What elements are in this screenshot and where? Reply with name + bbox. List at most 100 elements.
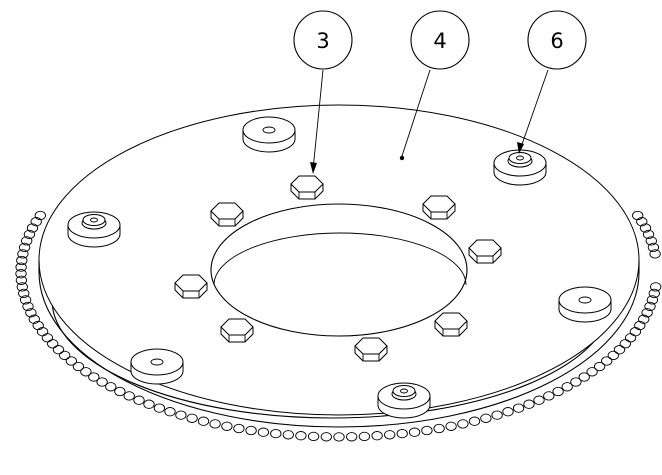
gear-tooth — [601, 356, 613, 366]
gear-tooth — [16, 282, 28, 292]
gear-tooth — [26, 223, 39, 233]
gear-tooth — [143, 399, 155, 409]
gear-tooth — [175, 410, 187, 420]
leader-line-6 — [519, 69, 549, 151]
gear-tooth — [123, 391, 135, 401]
gear-tooth — [114, 386, 126, 397]
gear-tooth — [641, 308, 653, 318]
gear-tooth — [457, 419, 469, 429]
leader-line-3 — [312, 69, 324, 171]
callout-6-label: 6 — [550, 29, 563, 53]
mounting-bosses — [67, 116, 612, 419]
callout-4: 4 — [410, 10, 470, 70]
gear-tooth — [186, 413, 198, 423]
boss-with-screw — [377, 382, 431, 419]
boss-with-screw — [493, 149, 547, 186]
gear-tooth — [16, 255, 28, 266]
gear-tooth — [88, 372, 100, 382]
gear-tooth — [72, 361, 85, 372]
leader-arrow-3 — [310, 162, 317, 174]
gear-tooth — [613, 345, 626, 355]
leader-arrow-6 — [517, 142, 524, 154]
gear-tooth — [646, 295, 659, 305]
gear-tooth — [282, 430, 294, 440]
gear-tooth — [593, 361, 606, 372]
gear-tooth — [295, 431, 307, 441]
gear-tooth — [18, 288, 30, 299]
gear-tooth — [19, 295, 32, 305]
gear-tooth — [59, 350, 71, 361]
gear-tooth — [619, 339, 631, 349]
gear-tooth — [647, 242, 660, 253]
gear-tooth — [636, 217, 648, 227]
gear-tooth — [607, 350, 619, 361]
gear-tooth — [480, 413, 492, 423]
leader-line-4 — [401, 69, 431, 157]
washer-boss — [242, 116, 296, 153]
hex-bolt — [174, 274, 208, 299]
gear-tooth — [209, 419, 221, 429]
gear-tooth — [512, 403, 525, 413]
gear-tooth — [80, 367, 92, 377]
part-4-marker-dot — [399, 155, 405, 161]
gear-tooth — [18, 242, 31, 253]
gear-tooth — [552, 386, 564, 397]
gear-tooth — [648, 288, 660, 299]
gear-tooth — [408, 427, 421, 437]
hex-bolt — [220, 318, 254, 343]
gear-tooth — [153, 403, 166, 413]
gear-tooth — [578, 372, 590, 382]
gear-tooth — [28, 314, 40, 324]
gear-tooth — [384, 430, 396, 440]
callout-3-label: 3 — [316, 29, 329, 53]
gear-tooth — [65, 356, 77, 366]
hex-bolts — [174, 175, 502, 362]
gear-tooth — [47, 339, 59, 349]
gear-tooth — [649, 249, 661, 259]
gear-tooth — [307, 431, 320, 442]
gear-tooth — [624, 333, 637, 343]
gear-tooth — [96, 377, 108, 387]
gear-tooth — [586, 367, 598, 377]
gear-tooth — [502, 407, 514, 417]
gear-tooth — [23, 229, 36, 240]
hex-bolt — [290, 175, 324, 200]
callout-4-label: 4 — [433, 29, 446, 53]
boss-with-screw — [67, 211, 121, 248]
leader-lines — [310, 69, 549, 174]
gear-tooth — [197, 416, 210, 426]
gear-tooth — [133, 395, 145, 405]
gear-tooth — [629, 327, 642, 337]
gear-tooth — [639, 223, 652, 233]
gear-tooth — [270, 428, 282, 439]
gear-tooth — [358, 431, 371, 442]
gear-tooth — [638, 314, 650, 324]
ring-gear-teeth — [15, 210, 662, 442]
gear-tooth — [371, 431, 383, 441]
flywheel-plate — [38, 104, 640, 428]
gear-tooth — [21, 236, 33, 246]
gear-tooth — [333, 432, 345, 442]
gear-tooth — [105, 382, 117, 392]
gear-tooth — [15, 275, 28, 285]
gear-tooth — [561, 382, 573, 392]
gear-tooth — [32, 320, 44, 331]
gear-tooth — [221, 421, 233, 431]
gear-tooth — [523, 399, 535, 409]
gear-tooth — [41, 333, 54, 343]
gear-tooth — [52, 345, 65, 355]
gear-tooth — [15, 269, 27, 279]
hex-bolt — [468, 239, 502, 264]
gear-tooth — [36, 327, 49, 337]
gear-tooth — [632, 210, 644, 221]
hex-bolt — [422, 195, 456, 220]
gear-tooth — [257, 427, 270, 437]
hex-bolt — [210, 202, 244, 227]
washer-boss — [130, 348, 184, 385]
gear-tooth — [17, 249, 29, 259]
hex-bolt — [434, 312, 468, 337]
gear-tooth — [650, 282, 662, 292]
gear-tooth — [34, 210, 46, 221]
gear-tooth — [25, 308, 37, 318]
